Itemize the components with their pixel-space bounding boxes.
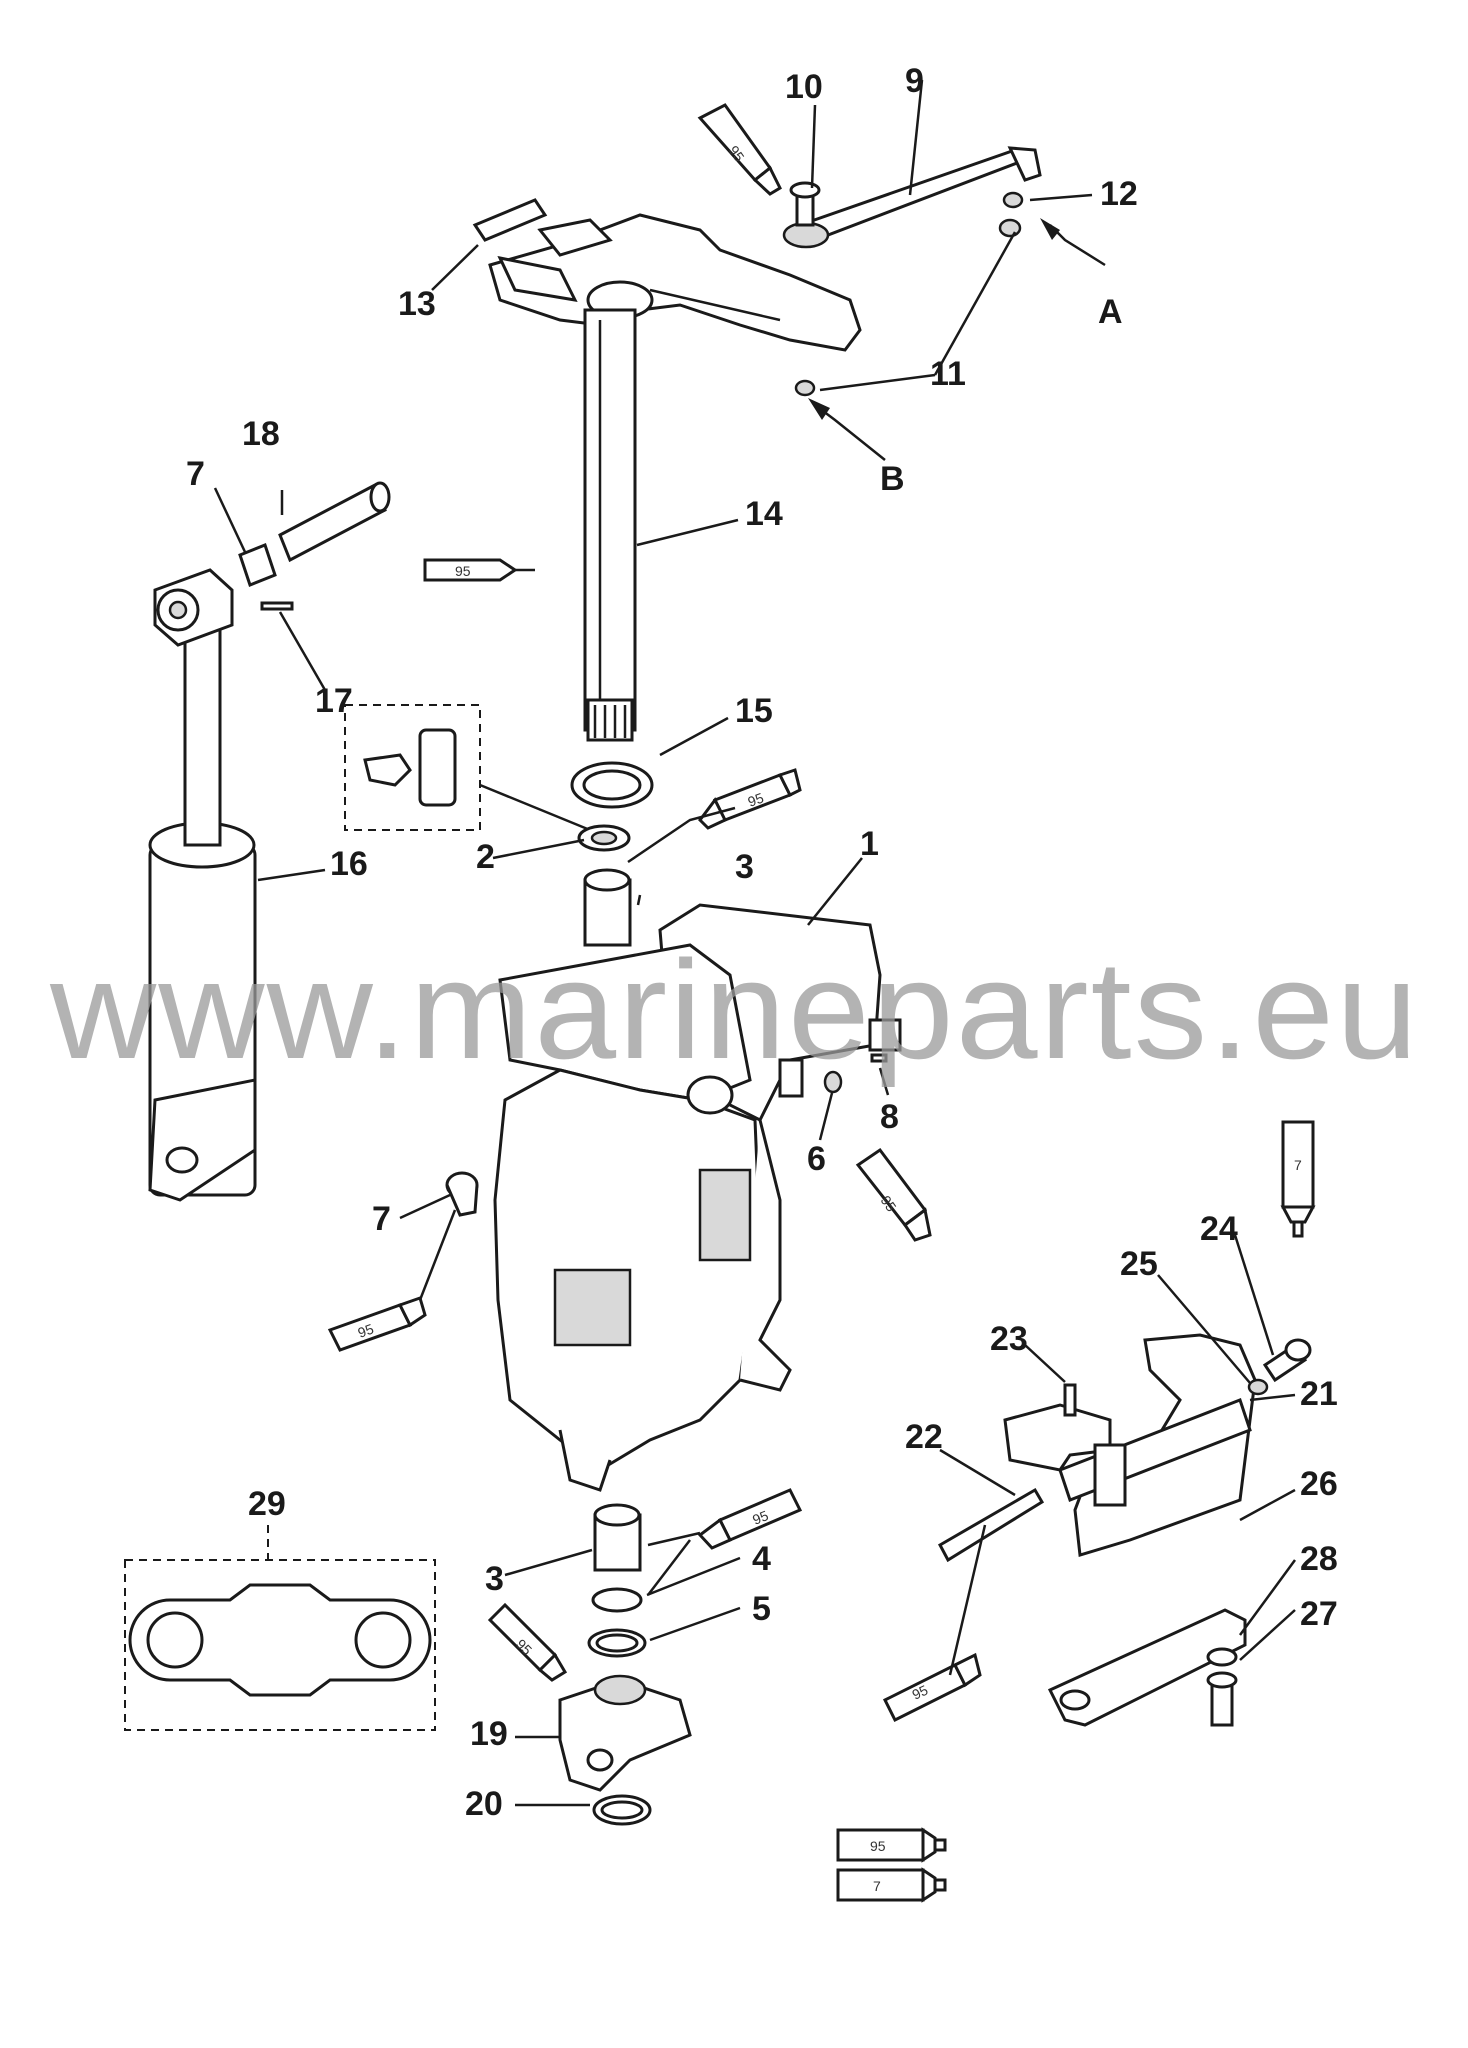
callout-1: 1 — [860, 825, 879, 863]
callout-4: 4 — [752, 1540, 771, 1578]
small-parts-top — [472, 191, 1024, 397]
gasket-detail — [124, 1525, 436, 1731]
callout-16: 16 — [330, 845, 368, 883]
swivel-bracket-part — [493, 903, 902, 1492]
sealant-tube-95-rear: 95 — [882, 1652, 982, 1723]
callout-9: 9 — [905, 62, 924, 100]
callout-labels: 1 2 3 3 4 5 6 7 7 8 9 10 11 12 13 14 15 … — [186, 62, 1338, 1823]
callout-27: 27 — [1300, 1595, 1338, 1633]
callout-7b: 7 — [372, 1200, 391, 1238]
bolt-10-part — [789, 181, 821, 227]
svg-text:95: 95 — [870, 1838, 886, 1854]
cylinder-rod-end-part — [153, 568, 234, 647]
view-letter-b: B — [880, 460, 905, 498]
callout-11: 11 — [930, 355, 966, 393]
legend-tube-95: 95 — [836, 1827, 947, 1863]
svg-text:95: 95 — [356, 1320, 376, 1340]
sealant-tube-95-left: 95 — [327, 1296, 427, 1352]
callout-25: 25 — [1120, 1245, 1158, 1283]
svg-text:95: 95 — [910, 1682, 931, 1703]
pins-and-bushings-left — [238, 481, 479, 1217]
link-rod-part — [782, 146, 1042, 249]
callout-29: 29 — [248, 1485, 286, 1523]
callout-20: 20 — [465, 1785, 503, 1823]
callout-23: 23 — [990, 1320, 1028, 1358]
leader-lines — [213, 79, 1297, 1807]
view-letter-a: A — [1098, 293, 1123, 331]
lower-yoke-part — [558, 1674, 692, 1792]
sealant-legend: 95 7 — [836, 1827, 947, 1903]
sealant-tube-95-shaft: 95 — [423, 558, 535, 582]
callout-17: 17 — [315, 682, 353, 720]
svg-text:7: 7 — [873, 1878, 881, 1894]
callout-24: 24 — [1200, 1210, 1238, 1248]
callout-22: 22 — [905, 1418, 943, 1456]
callout-3b: 3 — [485, 1560, 504, 1598]
slide-plate-part — [1047, 1608, 1247, 1727]
legend-tube-7: 7 — [836, 1867, 947, 1903]
pin-22-part — [937, 1487, 1045, 1563]
callout-28: 28 — [1300, 1540, 1338, 1578]
callout-19: 19 — [470, 1715, 508, 1753]
steering-shaft-part — [583, 308, 637, 742]
callout-21: 21 — [1300, 1375, 1338, 1413]
fasteners-right — [1063, 1338, 1312, 1727]
callout-6: 6 — [807, 1140, 826, 1178]
sealant-tube-95-lower-left: 95 — [487, 1602, 568, 1682]
svg-text:95: 95 — [750, 1507, 771, 1528]
steering-cylinder-part — [148, 618, 257, 1202]
sealant-tube-95-bracket: 95 — [855, 1147, 932, 1242]
sealant-tube-95-top: 95 — [697, 103, 782, 196]
svg-text:7: 7 — [1294, 1157, 1302, 1173]
sealant-tube-7-right: 7 — [1280, 1120, 1316, 1238]
watermark: www.marineparts.eu — [49, 931, 1420, 1088]
tilt-lock-bracket-part — [1003, 1333, 1257, 1557]
callout-10: 10 — [785, 68, 823, 106]
callout-18: 18 — [242, 415, 280, 453]
callout-3a: 3 — [735, 848, 754, 886]
small-parts-bracket — [823, 1053, 888, 1094]
svg-text:95: 95 — [746, 789, 766, 809]
svg-text:95: 95 — [455, 563, 471, 579]
callout-13: 13 — [398, 285, 436, 323]
callout-15: 15 — [735, 692, 773, 730]
callout-14: 14 — [745, 495, 783, 533]
sealant-tube-95-bushing: 95 — [698, 768, 802, 830]
lock-detail-box — [344, 704, 591, 832]
callout-7a: 7 — [186, 455, 205, 493]
callout-2: 2 — [476, 838, 495, 876]
callout-12: 12 — [1100, 175, 1138, 213]
bushings-and-rings — [570, 761, 654, 1826]
callout-8: 8 — [880, 1098, 899, 1136]
callout-26: 26 — [1300, 1465, 1338, 1503]
callout-5: 5 — [752, 1590, 771, 1628]
sealant-tube-95-lower: 95 — [697, 1488, 803, 1550]
